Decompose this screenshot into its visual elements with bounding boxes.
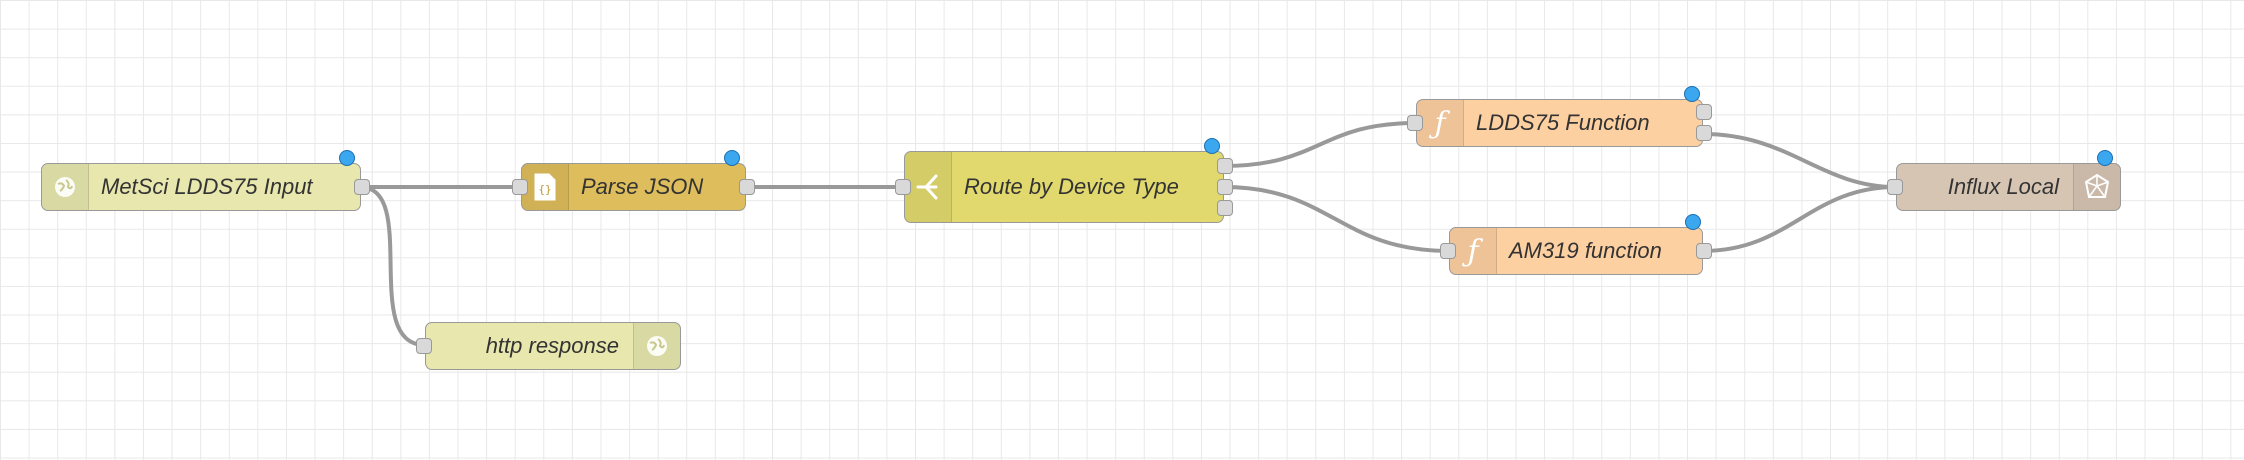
wire-am319-to-influx[interactable] — [1702, 185, 1897, 253]
node-label: Parse JSON — [581, 174, 704, 199]
node-icon-area: ƒ — [1417, 100, 1464, 146]
node-influx-local[interactable]: Influx Local — [1887, 150, 2121, 211]
globe-icon — [647, 336, 667, 356]
globe-icon — [55, 177, 75, 197]
node-label: MetSci LDDS75 Input — [101, 174, 313, 199]
node-label: Route by Device Type — [964, 174, 1179, 199]
output-port-3[interactable] — [1217, 200, 1233, 216]
input-port[interactable] — [416, 338, 432, 354]
influxdb-icon — [2084, 173, 2110, 198]
output-port[interactable] — [739, 179, 755, 195]
svg-text:{}: {} — [538, 183, 551, 196]
node-icon-area: {} — [522, 164, 569, 210]
input-port[interactable] — [895, 179, 911, 195]
changed-indicator — [724, 150, 740, 166]
node-parse-json[interactable]: {} Parse JSON — [512, 150, 755, 211]
json-braces-icon: {} — [534, 173, 556, 201]
node-am319-function[interactable]: ƒ AM319 function — [1440, 214, 1712, 275]
output-port-2[interactable] — [1217, 179, 1233, 195]
output-port[interactable] — [354, 179, 370, 195]
wire-input-to-http-response[interactable] — [359, 185, 426, 347]
node-label: AM319 function — [1509, 238, 1662, 263]
changed-indicator — [1685, 214, 1701, 230]
wire-ldds75-to-influx[interactable] — [1702, 132, 1897, 189]
node-icon-area — [42, 164, 89, 210]
node-ldds75-function[interactable]: ƒ LDDS75 Function — [1407, 86, 1712, 147]
changed-indicator — [1684, 86, 1700, 102]
node-label: Influx Local — [1947, 174, 2059, 199]
changed-indicator — [1204, 138, 1220, 154]
input-port[interactable] — [1440, 243, 1456, 259]
input-port[interactable] — [512, 179, 528, 195]
output-port-1[interactable] — [1217, 158, 1233, 174]
node-route-by-device-type[interactable]: Route by Device Type — [895, 138, 1233, 223]
node-icon-area — [2073, 164, 2120, 210]
wire-router-to-am319[interactable] — [1223, 185, 1450, 253]
switch-branch-icon — [916, 174, 938, 200]
input-port[interactable] — [1887, 179, 1903, 195]
wire-router-to-ldds75[interactable] — [1223, 121, 1417, 168]
node-icon-area — [633, 323, 680, 369]
node-http-response[interactable]: http response — [416, 322, 681, 370]
node-label: http response — [485, 333, 619, 358]
changed-indicator — [339, 150, 355, 166]
node-label: LDDS75 Function — [1476, 110, 1650, 135]
function-icon: ƒ — [1434, 105, 1446, 141]
function-icon: ƒ — [1467, 233, 1479, 269]
output-port[interactable] — [1696, 243, 1712, 259]
node-metsci-ldds75-input[interactable]: MetSci LDDS75 Input — [41, 150, 370, 211]
changed-indicator — [2097, 150, 2113, 166]
output-port-2[interactable] — [1696, 125, 1712, 141]
input-port[interactable] — [1407, 115, 1423, 131]
node-icon-area — [905, 152, 952, 222]
output-port-1[interactable] — [1696, 104, 1712, 120]
node-icon-area: ƒ — [1450, 228, 1497, 274]
